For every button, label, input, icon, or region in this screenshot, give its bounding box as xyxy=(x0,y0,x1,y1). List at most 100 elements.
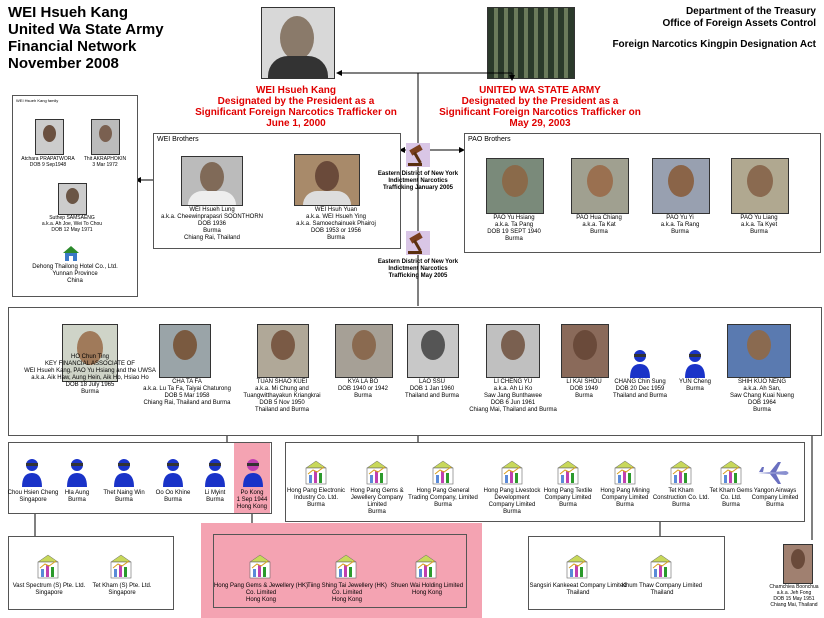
company-hongkong-3: Shuen Wai Holding Limited Hong Kong xyxy=(390,583,464,596)
singapore-box xyxy=(8,536,174,610)
company-burma-8: Tet Kham Gems Co. Ltd. Burma xyxy=(709,488,753,508)
company-hongkong-1: Hong Pang Gems & Jewellery (HK) Co. Limi… xyxy=(213,583,309,603)
wei-designation-name: WEI Hsueh Kang xyxy=(255,85,336,96)
wei-designation-line2: Significant Foreign Narcotics Trafficker… xyxy=(195,107,397,118)
company-icon xyxy=(37,554,59,579)
pao-brothers-label: PAO Brothers xyxy=(468,136,511,143)
company-singapore-2: Tet Kham (S) Pte. Ltd. Singapore xyxy=(92,583,152,596)
pao-yu-liang-photo xyxy=(731,158,789,214)
wei-hsueh-kang-photo xyxy=(261,7,335,79)
uwsa-designation-line3: May 29, 2003 xyxy=(509,118,571,129)
company-burma-6: Hong Pang Mining Company Limited Burma xyxy=(600,488,650,508)
company-burma-7: Tet Kham Construction Co. Ltd. Burma xyxy=(652,488,710,508)
gavel-icon xyxy=(406,231,430,255)
wei-designation: WEI Hsueh Kang Designated by the Preside… xyxy=(168,85,424,129)
person-6: Po Kong 1 Sep 1944 Hong Kong xyxy=(236,490,268,510)
company-burma-1: Hong Pang Electronic Industry Co. Ltd. B… xyxy=(286,488,346,508)
header-office: Office of Foreign Assets Control xyxy=(662,18,816,29)
person-icon xyxy=(22,459,42,487)
pao-brother-3: PAO Yu Yi a.k.a. Ta Rang Burma xyxy=(660,215,700,235)
wei-hsueh-lung-photo xyxy=(181,156,243,206)
persons-box: Chou Hsien Cheng Singapore Hla Aung Burm… xyxy=(8,442,272,514)
company-icon xyxy=(305,460,327,485)
pao-yu-yi-photo xyxy=(652,158,710,214)
company-thailand-2: Khum Thaw Company Limited Thailand xyxy=(621,583,703,596)
company-thailand-1: Sangsiri Kankeeat Company Limited Thaila… xyxy=(529,583,627,596)
wei-designation-line3: June 1, 2000 xyxy=(266,118,326,129)
thit-photo xyxy=(91,119,120,155)
company-icon xyxy=(720,460,742,485)
airplane-icon xyxy=(758,462,789,484)
person-3: Thet Naing Win Burma xyxy=(103,490,145,503)
associate-1: HO Chun Ting KEY FINANCIAL ASSOCIATE OF … xyxy=(24,354,156,395)
company-icon xyxy=(432,460,454,485)
person-icon xyxy=(163,459,183,487)
associate-10: SHIH KUO NENG a.k.a. Ah San, Saw Chang K… xyxy=(729,379,795,413)
pao-brother-4: PAO Yu Liang a.k.a. Ta Kyet Burma xyxy=(740,215,778,235)
company-icon xyxy=(335,554,357,579)
associate-6: LI CHENG YU a.k.a. Ah Li Ko Saw Jang Bun… xyxy=(469,379,557,413)
company-burma-5: Hong Pang Textile Company Limited Burma xyxy=(543,488,593,508)
company-singapore-1: Vast Spectrum (S) Pte. Ltd. Singapore xyxy=(12,583,86,596)
family-label: WEI Hsueh Kang family xyxy=(16,98,59,103)
person-icon xyxy=(205,459,225,487)
title-line-2: United Wa State Army xyxy=(8,21,164,38)
pao-brothers-box: PAO Brothers PAO Yu Hsiang a.k.a. Ta Pan… xyxy=(464,133,821,253)
uwsa-designation-name: UNITED WA STATE ARMY xyxy=(479,85,601,96)
person-4: Oo Oo Khine Burma xyxy=(155,490,191,503)
associate-3: TUAN SHAO KUEI a.k.a. Mi Chung and Tuang… xyxy=(243,379,321,413)
associate-7: LI KAI SHOU DOB 1949 Burma xyxy=(566,379,602,399)
tuan-shao-kuei-photo xyxy=(257,324,309,378)
li-cheng-yu-photo xyxy=(486,324,540,378)
hotel-label: Dehong Thailong Hotel Co., Ltd. Yunnan P… xyxy=(32,264,118,284)
wei-hsuh-yuan-photo xyxy=(294,154,360,206)
person-icon xyxy=(685,350,705,378)
company-icon xyxy=(557,460,579,485)
pao-hua-chiang-photo xyxy=(571,158,629,214)
family-member-1: Atchara PRAPATWORA DOB 9 Sep1948 xyxy=(21,156,75,168)
atchara-photo xyxy=(35,119,64,155)
person-icon xyxy=(114,459,134,487)
person-2: Hla Aung Burma xyxy=(64,490,90,503)
wei-designation-line1: Designated by the President as a xyxy=(217,96,375,107)
uwsa-designation-line2: Significant Foreign Narcotics Trafficker… xyxy=(439,107,641,118)
header-dept: Department of the Treasury xyxy=(685,6,816,17)
indictment-jan-2005: Eastern District of New York Indictment … xyxy=(377,171,459,191)
pao-brother-1: PAO Yu Hsiang a.k.a. Ta Pang DOB 19 SEPT… xyxy=(487,215,541,242)
wei-brothers-box: WEI Brothers WEI Hsueh Lung a.k.a. Cheew… xyxy=(153,133,401,249)
title-line-4: November 2008 xyxy=(8,55,119,72)
person-icon xyxy=(67,459,87,487)
company-burma-2: Hong Pang Gems & Jewellery Company Limit… xyxy=(350,488,404,515)
company-burma-9: Yangon Airways Company Limited Burma xyxy=(751,488,799,508)
family-member-3: Suthep SAMSAENG a.k.a. Ah Joe, Wei To Ch… xyxy=(41,215,103,233)
shih-kuo-neng-photo xyxy=(727,324,791,378)
associate-5: LAO SSU DOB 1 Jan 1960 Thailand and Burm… xyxy=(404,379,460,399)
uwsa-designation-line1: Designated by the President as a xyxy=(461,96,619,107)
associate-8: CHANG Chin Sung DOB 20 Dec 1959 Thailand… xyxy=(612,379,668,399)
associate-2: CHA TA FA a.k.a. Lu Ta Fa, Taiyai Chatur… xyxy=(143,379,231,406)
title-line-3: Financial Network xyxy=(8,38,137,55)
company-icon xyxy=(110,554,132,579)
company-icon xyxy=(566,554,588,579)
company-burma-3: Hong Pang General Trading Company, Limit… xyxy=(408,488,478,508)
wei-brother-2: WEI Hsuh Yuan a.k.a. WEI Hsueh Ying a.k.… xyxy=(296,207,376,241)
person-icon xyxy=(243,459,263,487)
uwsa-soldiers-photo xyxy=(487,7,575,79)
person-5: Li Myint Burma xyxy=(204,490,226,503)
associate-9: YUN Cheng Burma xyxy=(678,379,711,392)
company-icon xyxy=(415,554,437,579)
pao-brother-2: PAO Hua Chiang a.k.a. Ta Kat Burma xyxy=(576,215,622,235)
ho-chun-ting-photo xyxy=(62,324,118,382)
suthep-photo xyxy=(58,183,87,215)
company-hongkong-2: Tiing Shing Tai Jewellery (HK) Co. Limit… xyxy=(307,583,387,603)
person-icon xyxy=(630,350,650,378)
company-icon xyxy=(366,460,388,485)
thailand-box xyxy=(528,536,725,610)
company-burma-4: Hong Pang Livestock Development Company … xyxy=(483,488,541,515)
indictment-may-2005: Eastern District of New York Indictment … xyxy=(377,259,459,279)
person-1: Chou Hsien Cheng Singapore xyxy=(7,490,59,503)
agency-header: Department of the Treasury Office of For… xyxy=(556,6,816,51)
wei-brothers-label: WEI Brothers xyxy=(157,136,199,143)
company-icon xyxy=(650,554,672,579)
company-icon xyxy=(249,554,271,579)
